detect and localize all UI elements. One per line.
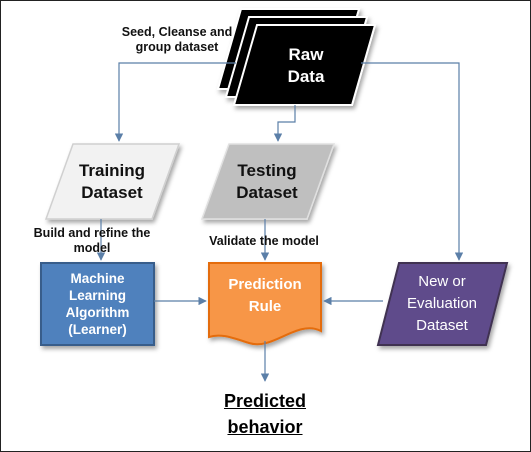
ml-line4: (Learner) xyxy=(68,322,127,337)
connector-raw-to-training xyxy=(114,62,236,142)
new-dataset-line1: New or xyxy=(418,273,466,290)
seed-note-line1: Seed, Cleanse and xyxy=(121,25,233,39)
predicted-behavior-label: Predicted behavior xyxy=(205,388,325,440)
seed-cleanse-note: Seed, Cleanse and group dataset xyxy=(113,25,241,55)
build-note-line1: Build and refine the xyxy=(33,226,151,240)
new-dataset-shape xyxy=(376,262,509,346)
prediction-line2: Rule xyxy=(248,298,282,315)
testing-dataset-label: Testing Dataset xyxy=(211,155,323,209)
training-dataset-shape xyxy=(44,143,181,220)
training-line1: Training xyxy=(78,161,146,180)
validate-note: Validate the model xyxy=(199,234,329,249)
new-dataset-line2: Evaluation xyxy=(406,295,478,312)
new-dataset-label: New or Evaluation Dataset xyxy=(389,265,495,343)
testing-line1: Testing xyxy=(237,161,297,180)
ml-algorithm-shape xyxy=(40,262,155,346)
ml-line1: Machine xyxy=(70,271,125,286)
testing-line2: Dataset xyxy=(236,183,298,202)
raw-data-line1: Raw xyxy=(288,45,324,64)
validate-note-text: Validate the model xyxy=(209,234,319,248)
build-note-line2: model xyxy=(73,241,111,255)
new-dataset-line3: Dataset xyxy=(416,317,468,334)
ml-line3: Algorithm xyxy=(65,305,130,320)
prediction-rule-shape xyxy=(208,262,322,346)
raw-data-line2: Data xyxy=(287,67,325,86)
training-line2: Dataset xyxy=(81,183,143,202)
predicted-line2: behavior xyxy=(227,417,303,437)
prediction-line1: Prediction xyxy=(228,276,302,293)
prediction-rule-label: Prediction Rule xyxy=(209,267,321,325)
connector-raw-to-new xyxy=(361,62,464,261)
build-refine-note: Build and refine the model xyxy=(27,226,157,256)
ml-line2: Learning xyxy=(68,288,126,303)
raw-data-label: Raw Data xyxy=(259,37,353,95)
raw-data-stack xyxy=(216,8,377,106)
ml-algorithm-label: Machine Learning Algorithm (Learner) xyxy=(41,263,154,345)
training-dataset-label: Training Dataset xyxy=(56,155,168,209)
predicted-line1: Predicted xyxy=(223,391,307,411)
seed-note-line2: group dataset xyxy=(135,40,219,54)
testing-dataset-shape xyxy=(200,143,336,220)
connector-raw-to-testing xyxy=(273,105,296,142)
raw-data-shape xyxy=(232,24,377,106)
